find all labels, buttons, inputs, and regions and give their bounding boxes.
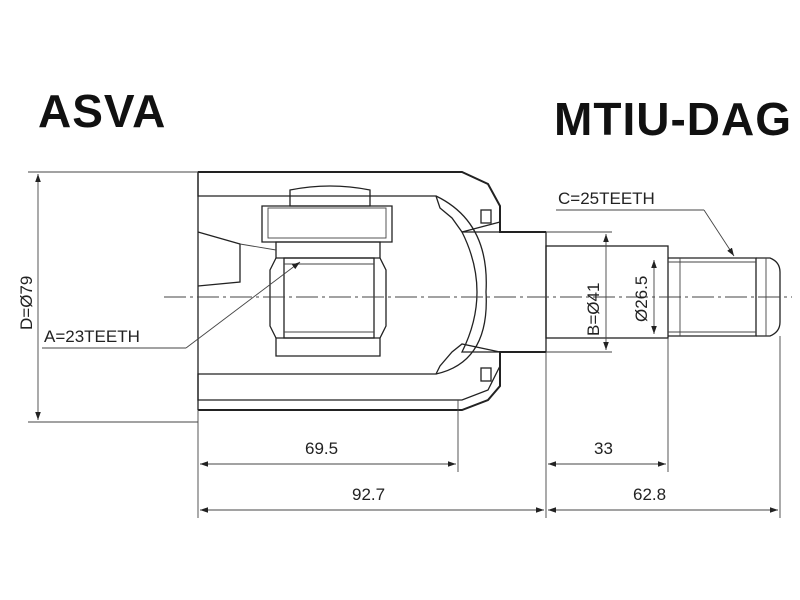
dim-33-label: 33 [594, 439, 613, 458]
spline-c-label: C=25TEETH [558, 189, 655, 208]
callout-spline-c: C=25TEETH [556, 189, 735, 257]
dimension-b-diameter: B=Ø41 [546, 231, 612, 353]
tripod-assembly [197, 185, 393, 357]
housing-body [197, 171, 547, 411]
part-number: MTIU-DAG [554, 93, 792, 145]
diameter-d-label: D=Ø79 [17, 276, 36, 330]
brand-logo-text: ASVA [38, 85, 167, 137]
spline-a-label: A=23TEETH [44, 327, 140, 346]
dimension-d-diameter: D=Ø79 [17, 171, 198, 423]
dim-62-8-label: 62.8 [633, 485, 666, 504]
dimension-shaft-diameter: Ø26.5 [632, 260, 657, 334]
output-shaft [545, 245, 781, 339]
dim-92-7-label: 92.7 [352, 485, 385, 504]
callout-spline-a: A=23TEETH [42, 261, 301, 349]
dim-69-5-label: 69.5 [305, 439, 338, 458]
diameter-b-label: B=Ø41 [584, 283, 603, 336]
diameter-shaft-label: Ø26.5 [632, 276, 651, 322]
length-dimensions: 69.5 33 92.7 62.8 [197, 336, 781, 518]
